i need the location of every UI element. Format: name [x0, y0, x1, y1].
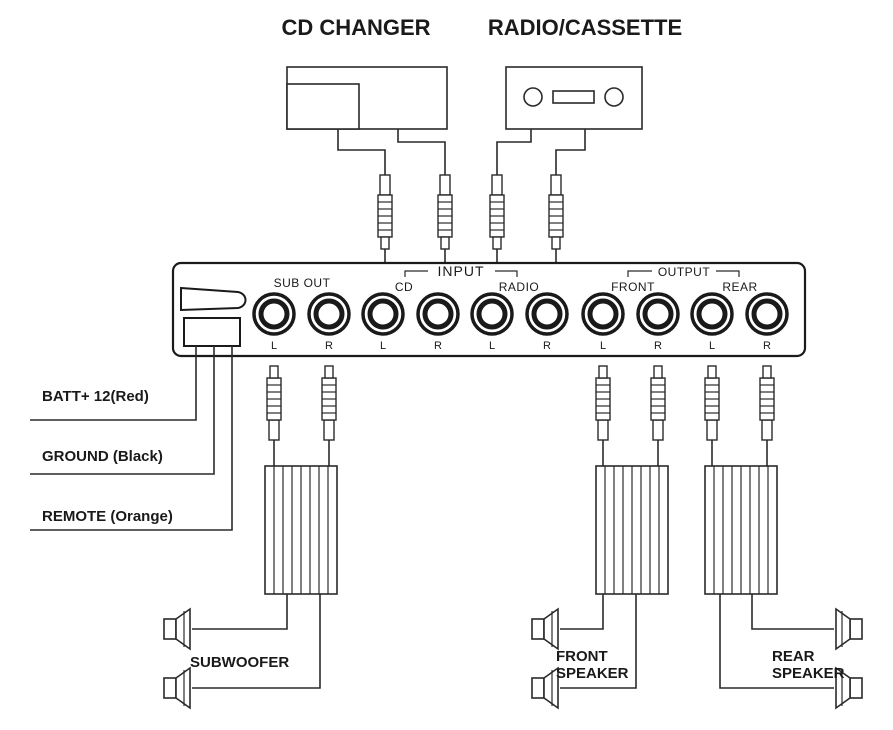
rca-plug-radio-right: [548, 174, 564, 250]
subwoofer-label: SUBWOOFER: [190, 654, 289, 671]
subwoofer-speaker-icon: [163, 667, 191, 709]
remote-wire-label: REMOTE (Orange): [42, 508, 173, 525]
subwoofer-speaker-icon: [163, 608, 191, 650]
power-wires: [30, 346, 233, 531]
jack-cd-right: [418, 294, 458, 334]
radio-cassette-title: RADIO/CASSETTE: [488, 15, 682, 40]
jack-sub-out-right: [309, 294, 349, 334]
channel-left-label: L: [271, 340, 277, 352]
rca-plug-front-right: [650, 365, 666, 441]
rca-plug-radio-left: [489, 174, 505, 250]
jack-radio-right: [527, 294, 567, 334]
jack-front-right: [638, 294, 678, 334]
channel-right-label: R: [325, 340, 333, 352]
output-bracket: [627, 270, 740, 277]
jack-front-left: [583, 294, 623, 334]
speaker-wires: [192, 594, 834, 689]
rca-plug-sub-right: [321, 365, 337, 441]
jack-rear-right: [747, 294, 787, 334]
subwoofer-amplifier: [264, 465, 338, 595]
cd-changer-title: CD CHANGER: [281, 15, 430, 40]
power-connector: [183, 317, 241, 347]
channel-left-label: L: [709, 340, 715, 352]
rca-plug-sub-left: [266, 365, 282, 441]
sub-out-label: SUB OUT: [274, 276, 331, 290]
front-amplifier: [595, 465, 669, 595]
channel-left-label: L: [489, 340, 495, 352]
radio-input-label: RADIO: [499, 280, 540, 294]
front-speaker-icon: [531, 667, 559, 709]
front-speaker-icon: [531, 608, 559, 650]
cd-changer-device: [286, 66, 448, 130]
input-group-label: INPUT: [438, 263, 485, 279]
source-cables: [337, 129, 586, 175]
jack-radio-left: [472, 294, 512, 334]
jack-rear-left: [692, 294, 732, 334]
rear-output-label: REAR: [722, 280, 757, 294]
rca-plug-cd-right: [437, 174, 453, 250]
channel-right-label: R: [763, 340, 771, 352]
rear-speaker-label-line2: SPEAKER: [772, 665, 845, 682]
channel-right-label: R: [543, 340, 551, 352]
jack-sub-out-left: [254, 294, 294, 334]
rca-plug-rear-right: [759, 365, 775, 441]
input-bracket: [404, 270, 518, 277]
front-output-label: FRONT: [611, 280, 655, 294]
rear-speaker-icon: [835, 608, 863, 650]
channel-right-label: R: [654, 340, 662, 352]
rca-plug-front-left: [595, 365, 611, 441]
rear-amplifier: [704, 465, 778, 595]
channel-right-label: R: [434, 340, 442, 352]
cd-input-label: CD: [395, 280, 413, 294]
rca-plug-rear-left: [704, 365, 720, 441]
batt-wire-label: BATT+ 12(Red): [42, 388, 149, 405]
rear-speaker-label-line1: REAR: [772, 648, 815, 665]
radio-cassette-device: [505, 66, 643, 130]
front-speaker-label-line2: SPEAKER: [556, 665, 629, 682]
jack-cd-left: [363, 294, 403, 334]
amplifier-input-cables: [273, 440, 768, 466]
channel-left-label: L: [600, 340, 606, 352]
ground-wire-label: GROUND (Black): [42, 448, 163, 465]
rca-plug-cd-left: [377, 174, 393, 250]
front-speaker-label-line1: FRONT: [556, 648, 608, 665]
control-knob: [180, 286, 247, 312]
channel-left-label: L: [380, 340, 386, 352]
output-group-label: OUTPUT: [658, 265, 711, 279]
